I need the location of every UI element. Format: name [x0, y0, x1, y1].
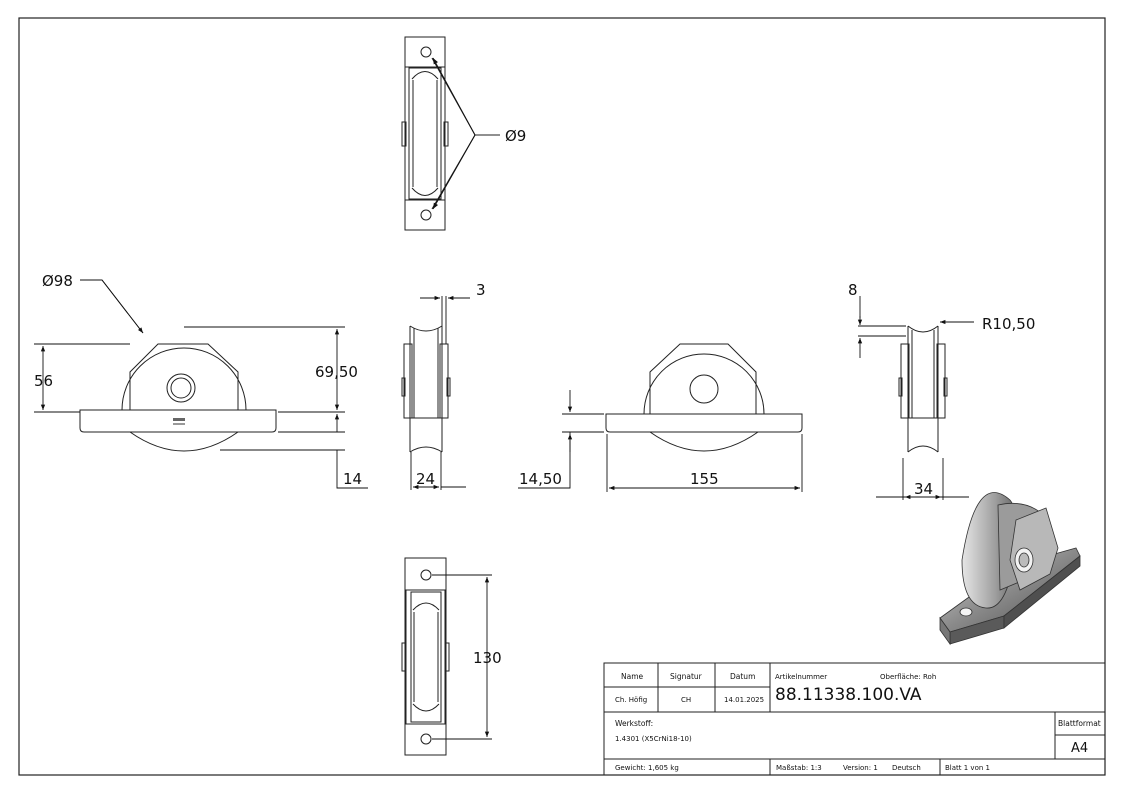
label-signatur: Signatur: [670, 672, 703, 681]
label-oberflaeche: Oberfläche: Roh: [880, 673, 936, 681]
dim-width-34: 34: [914, 480, 933, 498]
dim-hole-distance-130: 130: [473, 649, 502, 667]
label-artikelnummer: Artikelnummer: [775, 673, 827, 681]
label-blattformat: Blattformat: [1058, 719, 1101, 728]
value-version: Version: 1: [843, 764, 878, 772]
dims-side-center: [410, 295, 470, 490]
dim-leader: [432, 134, 476, 210]
dim-wheel-diameter: Ø98: [42, 272, 73, 290]
label-name: Name: [621, 672, 644, 681]
value-massstab: Maßstab: 1:3: [776, 764, 822, 772]
front-view-left: [79, 343, 277, 452]
value-name: Ch. Höfig: [615, 696, 647, 704]
dim-height-69-50: 69,50: [315, 363, 358, 381]
value-signatur: CH: [681, 696, 691, 704]
dim-groove-8: 8: [848, 281, 858, 299]
isometric-view: [939, 492, 1081, 646]
dim-radius: R10,50: [982, 315, 1035, 333]
value-sprache: Deutsch: [892, 764, 921, 772]
dim-hole-diameter: Ø9: [505, 127, 526, 145]
dim-height-14-50: 14,50: [519, 470, 562, 488]
dim-width-24: 24: [416, 470, 435, 488]
title-block: [603, 662, 1106, 776]
side-view-right: [898, 325, 948, 453]
value-blatt: Blatt 1 von 1: [945, 764, 990, 772]
dim-base-14: 14: [343, 470, 362, 488]
dim-length-155: 155: [690, 470, 719, 488]
value-blattformat: A4: [1071, 741, 1088, 756]
value-gewicht: Gewicht: 1,605 kg: [615, 764, 679, 772]
sheet-border: [18, 17, 1106, 776]
value-werkstoff: 1.4301 (X5CrNi18-10): [615, 735, 692, 743]
dim-height-56: 56: [34, 372, 53, 390]
dim-leader: [432, 57, 476, 136]
label-werkstoff: Werkstoff:: [615, 719, 653, 728]
value-artikelnummer: 88.11338.100.VA: [775, 685, 922, 705]
top-view: [401, 36, 500, 231]
dims-side-right: [858, 296, 944, 500]
dims-bottom: [432, 574, 492, 740]
dim-thickness-3: 3: [476, 281, 486, 299]
bottom-view: [401, 557, 450, 756]
front-view-right: [605, 343, 803, 452]
side-view-center: [401, 325, 451, 453]
label-datum: Datum: [730, 672, 755, 681]
value-datum: 14.01.2025: [724, 696, 764, 704]
dims-front-left: [34, 279, 368, 489]
